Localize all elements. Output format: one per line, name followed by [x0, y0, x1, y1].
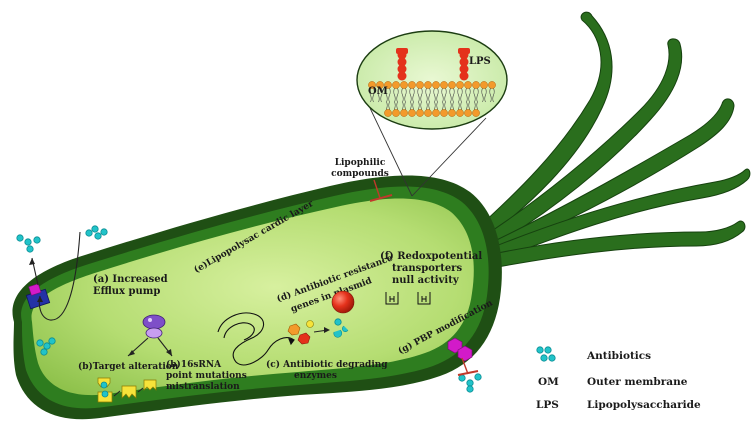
redox-label-2: transporters — [392, 263, 462, 274]
lipid-head — [384, 109, 392, 117]
legend-om-text: Outer membrane — [587, 376, 688, 388]
legend-antibiotic-symbol — [536, 346, 556, 362]
lipid-head — [424, 109, 432, 117]
lipid-head — [384, 81, 392, 89]
lipid-head — [432, 109, 440, 117]
flagella — [469, 11, 751, 269]
efflux-label-1: (a) Increased — [93, 274, 168, 285]
lipid-tail — [441, 87, 447, 103]
lipophilic-label-2: compounds — [331, 169, 389, 179]
lipid-tail — [417, 87, 423, 103]
lipid-tail — [465, 87, 471, 103]
antibiotic-cluster-top — [85, 225, 108, 240]
redox-label-1: (f) Redoxpotential — [380, 251, 482, 262]
lipid-tail — [425, 87, 431, 103]
lipid-tail — [457, 87, 463, 103]
target-label: (b)Target alteration — [78, 361, 179, 372]
cytoplasm — [31, 198, 474, 396]
legend-om-symbol: OM — [538, 376, 559, 388]
degrading-enzymes — [287, 318, 349, 345]
lipid-bilayer — [368, 81, 496, 117]
lipid-head — [456, 109, 464, 117]
lipid-head — [408, 109, 416, 117]
pbp-hexagon-icon — [447, 337, 479, 376]
lipid-tail — [473, 87, 479, 103]
lipid-tail — [377, 87, 383, 103]
efflux-label-2: Efflux pump — [93, 286, 160, 297]
rrna-label-2: point mutations — [166, 371, 247, 381]
lipid-head — [440, 81, 448, 89]
lipid-tail — [481, 87, 487, 103]
lps-chains — [396, 48, 470, 81]
lipid-head — [392, 81, 400, 89]
legend-lps-text: Lipopolysaccharide — [587, 399, 701, 411]
lipophilic-compounds: Lipophilic compounds — [331, 158, 393, 202]
bacterial-cell — [12, 175, 502, 420]
om-label: OM — [368, 86, 388, 97]
redox-label-3: null activity — [392, 275, 460, 286]
rrna-label-3: mistranslation — [166, 382, 240, 392]
antibiotic-cluster-pbp — [458, 373, 482, 393]
lipid-head — [448, 109, 456, 117]
lipid-head — [480, 81, 488, 89]
lipid-head — [416, 81, 424, 89]
lipid-head — [488, 81, 496, 89]
lipid-tail — [393, 87, 399, 103]
lipid-head — [400, 81, 408, 89]
plasmid-icon — [217, 312, 295, 366]
efflux-pump-icon — [25, 231, 81, 321]
ribosome-icon — [127, 314, 173, 357]
lipid-tail — [449, 87, 455, 103]
lps-label: LPS — [469, 56, 491, 67]
lipid-tail — [401, 87, 407, 103]
lipid-head — [464, 109, 472, 117]
resistance-gene-icon — [331, 290, 355, 314]
antibiotic-cluster-top-left — [16, 234, 41, 253]
legend: Antibiotics OM Outer membrane LPS Lipopo… — [536, 346, 701, 411]
antibiotic-cluster-inside — [36, 337, 56, 356]
lipid-tail — [489, 87, 495, 103]
zoom-oval — [356, 30, 508, 130]
lipid-head — [456, 81, 464, 89]
lipid-head — [376, 81, 384, 89]
lipid-tail — [409, 87, 415, 103]
lipid-tail — [385, 87, 391, 103]
lipid-head — [464, 81, 472, 89]
lipid-head — [448, 81, 456, 89]
lipid-head — [472, 109, 480, 117]
lipid-head — [416, 109, 424, 117]
degrading-label-2: enzymes — [294, 371, 337, 381]
outer-membrane-zoom: LPS OM — [356, 30, 508, 197]
lipid-tail — [433, 87, 439, 103]
legend-antibiotics-text: Antibiotics — [586, 350, 651, 362]
lipid-head — [472, 81, 480, 89]
degrading-label-1: (c) Antibiotic degrading — [266, 359, 388, 370]
lipid-tail — [369, 87, 375, 103]
legend-lps-symbol: LPS — [536, 399, 559, 411]
lipid-head — [440, 109, 448, 117]
lipid-head — [432, 81, 440, 89]
lipid-head — [408, 81, 416, 89]
lipid-head — [392, 109, 400, 117]
target-enzymes — [97, 377, 157, 403]
transporter-icon — [385, 292, 431, 305]
rrna-label-1: (b)16sRNA — [166, 359, 222, 370]
lipid-head — [424, 81, 432, 89]
lipid-head — [400, 109, 408, 117]
lipophilic-label-1: Lipophilic — [335, 158, 386, 168]
lipid-head — [368, 81, 376, 89]
